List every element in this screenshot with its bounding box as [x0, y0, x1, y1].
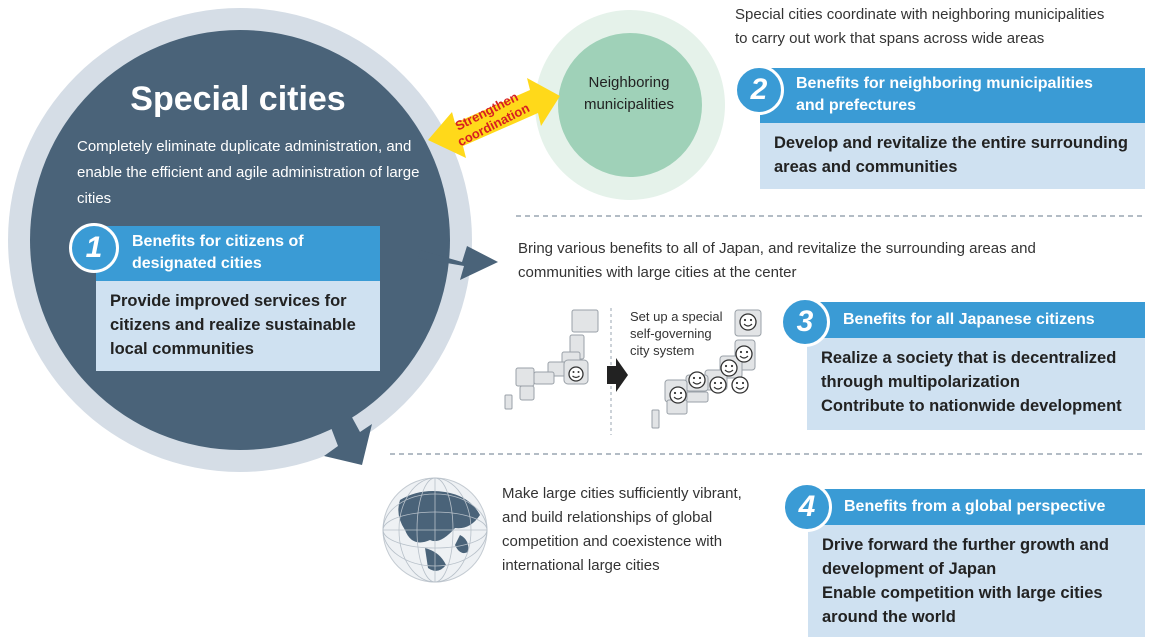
- note-line: competition and coexistence with: [502, 533, 723, 550]
- japan-map-before-icon: [504, 309, 599, 410]
- neighbor-circle: [558, 33, 702, 177]
- benefit-3-body: Realize a society that is decentralized …: [807, 338, 1145, 430]
- benefit-heading-line: Benefits from a global perspective: [844, 498, 1106, 515]
- benefit-body-line: development of Japan: [822, 560, 997, 578]
- benefit-4-number: 4: [782, 482, 832, 532]
- smiley-icon: [720, 359, 738, 377]
- note-line: Make large cities sufficiently vibrant,: [502, 485, 742, 502]
- special-cities-title: Special cities: [130, 80, 346, 118]
- benefit-body-line: around the world: [822, 608, 956, 626]
- smiley-icon: [731, 376, 749, 394]
- benefit-heading-line: and prefectures: [796, 97, 917, 114]
- benefit-heading-line: Benefits for all Japanese citizens: [843, 311, 1095, 328]
- benefit-body-line: Contribute to nationwide development: [821, 397, 1122, 415]
- note-line: to carry out work that spans across wide…: [735, 30, 1045, 47]
- benefit-3-number: 3: [780, 297, 830, 347]
- benefit-heading-line: Benefits for citizens of: [132, 233, 304, 250]
- benefit-body-line: Drive forward the further growth and: [822, 536, 1109, 554]
- map-caption-line: city system: [630, 343, 695, 358]
- neighboring-label: Neighboring municipalities: [565, 72, 693, 116]
- double-arrow-icon: [428, 78, 560, 158]
- smiley-icon: [568, 366, 584, 382]
- neighboring-label-line: Neighboring: [588, 74, 670, 91]
- benefit-body-line: Enable competition with large cities: [822, 584, 1103, 602]
- map-caption-line: self-governing: [630, 326, 712, 341]
- benefit-body-line: citizens and realize sustainable: [110, 316, 356, 334]
- global-note: Make large cities sufficiently vibrant, …: [502, 482, 742, 578]
- transform-arrow-icon: [607, 358, 628, 392]
- smiley-icon: [669, 386, 687, 404]
- benefit-body-line: through multipolarization: [821, 373, 1020, 391]
- note-line: and build relationships of global: [502, 509, 713, 526]
- benefit-4-body: Drive forward the further growth and dev…: [808, 525, 1145, 637]
- benefit-3-heading: Benefits for all Japanese citizens: [807, 302, 1145, 338]
- benefit-4-heading: Benefits from a global perspective: [808, 489, 1145, 525]
- note-line: international large cities: [502, 557, 660, 574]
- map-caption: Set up a special self-governing city sys…: [630, 308, 723, 359]
- benefit-body-line: local communities: [110, 340, 254, 358]
- map-caption-line: Set up a special: [630, 309, 723, 324]
- smiley-icon: [688, 371, 706, 389]
- benefit-body-line: Develop and revitalize the entire surrou…: [774, 134, 1128, 152]
- neighbor-coordination-note: Special cities coordinate with neighbori…: [735, 3, 1104, 51]
- benefit-body-line: Provide improved services for: [110, 292, 347, 310]
- globe-icon: [382, 477, 488, 583]
- note-line: communities with large cities at the cen…: [518, 264, 797, 281]
- arrow-right-icon: [418, 246, 498, 280]
- benefit-1-body: Provide improved services for citizens a…: [96, 281, 380, 371]
- benefit-2-number: 2: [734, 65, 784, 115]
- benefit-2-heading: Benefits for neighboring municipalities …: [760, 68, 1145, 123]
- smiley-icon: [735, 345, 753, 363]
- note-line: Bring various benefits to all of Japan, …: [518, 240, 1036, 257]
- smiley-icon: [709, 376, 727, 394]
- benefit-2-body: Develop and revitalize the entire surrou…: [760, 123, 1145, 189]
- benefit-body-line: Realize a society that is decentralized: [821, 349, 1117, 367]
- arrow-down-icon: [324, 410, 372, 465]
- benefit-1-heading: Benefits for citizens of designated citi…: [96, 226, 380, 281]
- benefit-heading-line: Benefits for neighboring municipalities: [796, 75, 1093, 92]
- special-cities-description: Completely eliminate duplicate administr…: [77, 138, 420, 207]
- japan-benefits-note: Bring various benefits to all of Japan, …: [518, 237, 1036, 285]
- benefit-1-number: 1: [69, 223, 119, 273]
- benefit-body-line: areas and communities: [774, 158, 958, 176]
- smiley-group: [669, 313, 757, 404]
- smiley-icon: [739, 313, 757, 331]
- note-line: Special cities coordinate with neighbori…: [735, 6, 1105, 23]
- benefit-heading-line: designated cities: [132, 255, 262, 272]
- neighboring-label-line: municipalities: [583, 96, 675, 113]
